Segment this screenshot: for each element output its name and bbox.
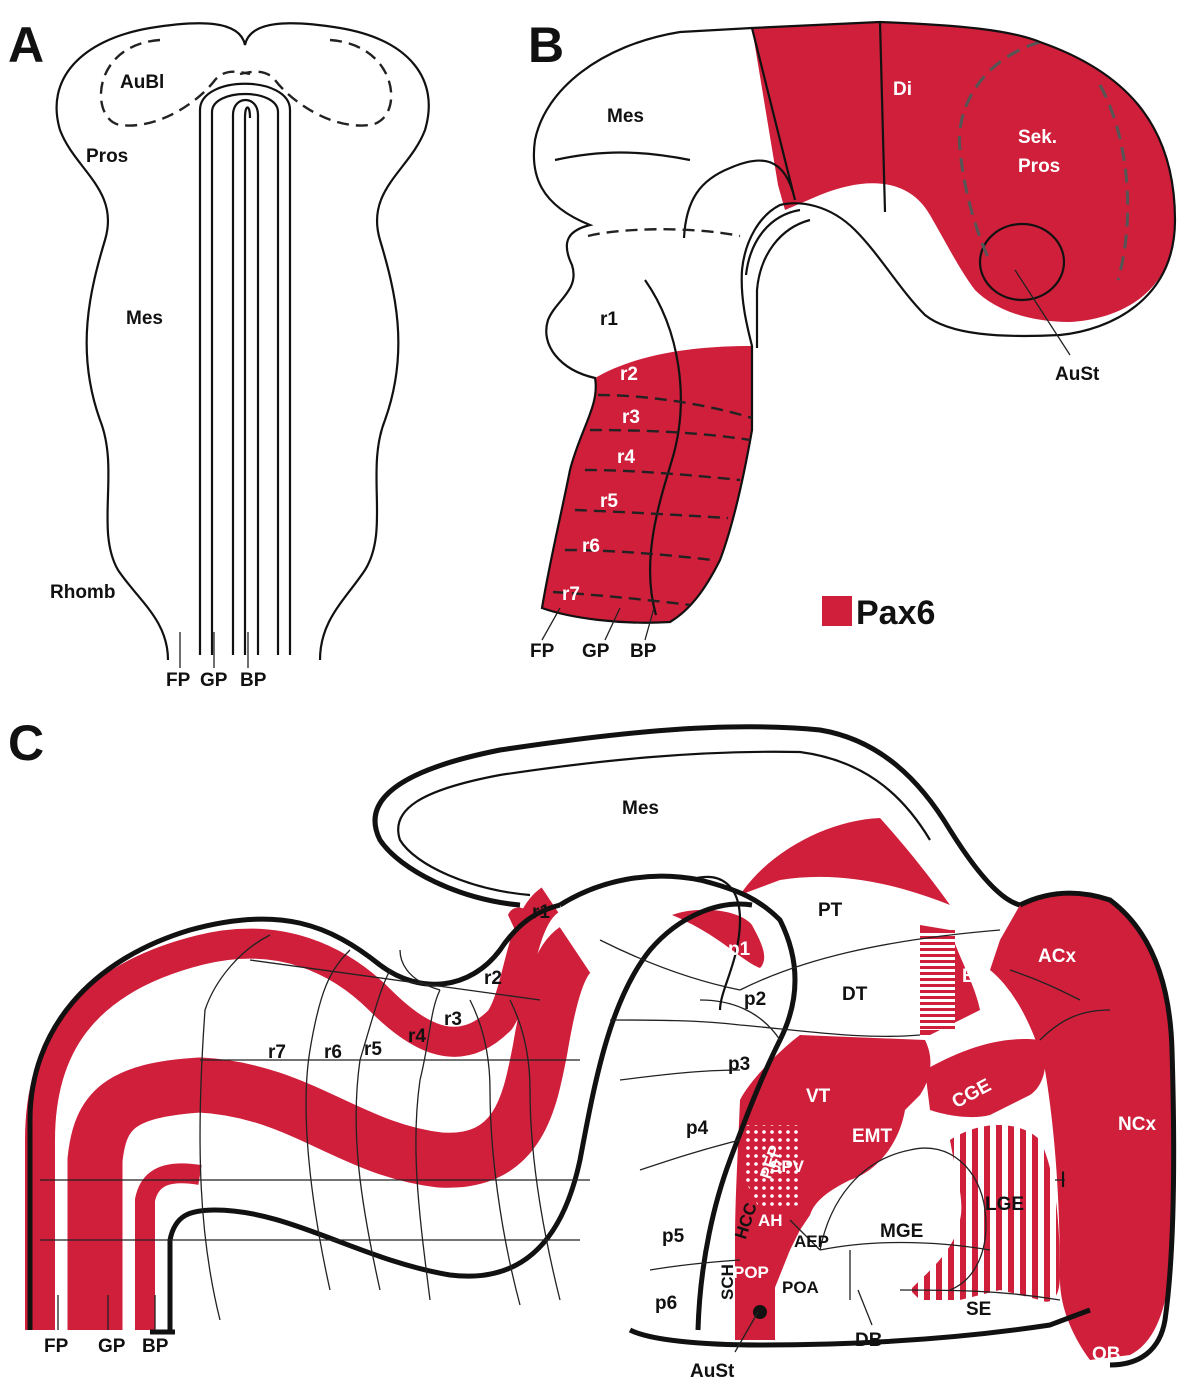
c-label-r1: r1 <box>532 902 550 923</box>
c-label-ncx: NCx <box>1118 1114 1156 1135</box>
legend-swatch <box>822 596 852 626</box>
b-label-r4: r4 <box>617 447 635 468</box>
panel-a-letter: A <box>8 17 44 73</box>
c-label-gp: GP <box>98 1336 126 1357</box>
aubl-outline-right <box>240 40 391 126</box>
c-label-r2: r2 <box>484 968 502 989</box>
c-label-r6: r6 <box>324 1042 342 1063</box>
c-label-r5: r5 <box>364 1039 382 1060</box>
b-label-r2: r2 <box>620 364 638 385</box>
c-label-acx: ACx <box>1038 946 1076 967</box>
c-label-aust: AuSt <box>690 1361 735 1382</box>
label-pros: Pros <box>86 146 128 167</box>
c-label-p6: p6 <box>655 1293 677 1314</box>
panel-b-letter: B <box>528 17 564 73</box>
b-label-aust: AuSt <box>1055 364 1100 385</box>
panel-c-letter: C <box>8 715 44 771</box>
panel-c: C <box>8 715 1174 1382</box>
b-label-bp: BP <box>630 641 657 662</box>
b-label-gp: GP <box>582 641 610 662</box>
c-label-i: I <box>1060 1167 1066 1192</box>
c-label-db: DB <box>855 1330 882 1351</box>
b-label-mes: Mes <box>607 106 644 127</box>
r1-boundary <box>588 229 740 236</box>
c-label-pt: PT <box>818 900 843 921</box>
panel-a-leaders <box>180 632 248 668</box>
rhombomere-expression <box>542 346 752 623</box>
c-label-p5: p5 <box>662 1226 685 1247</box>
label-mes: Mes <box>126 308 163 329</box>
b-label-fp: FP <box>530 641 555 662</box>
c-label-spv: SPV <box>770 1157 805 1176</box>
b-label-r5: r5 <box>600 491 618 512</box>
et-striped-area <box>920 930 955 1030</box>
c-label-lge: LGE <box>985 1194 1024 1215</box>
legend-label: Pax6 <box>856 594 935 632</box>
c-label-r7: r7 <box>268 1042 286 1063</box>
c-label-bp: BP <box>142 1336 169 1357</box>
c-label-ob: OB <box>1092 1344 1121 1365</box>
c-label-et: ET <box>962 966 987 987</box>
b-label-pros: Pros <box>1018 156 1060 177</box>
neural-tube-lines <box>200 84 290 655</box>
b-label-r7: r7 <box>562 584 580 605</box>
b-label-di: Di <box>893 79 912 100</box>
c-label-mge: MGE <box>880 1221 923 1242</box>
pt-dorsal-expression <box>740 818 950 905</box>
panel-b: B Mes Di Sek. Pros r1 r2 r3 r4 r5 r6 r7 … <box>528 17 1175 662</box>
c-label-poa: POA <box>782 1278 819 1297</box>
c-label-ah: AH <box>758 1211 783 1230</box>
b-label-r3: r3 <box>622 407 640 428</box>
label-fp: FP <box>166 670 191 691</box>
di-pros-expression <box>752 22 1175 322</box>
c-label-dt: DT <box>842 984 868 1005</box>
c-label-emt: EMT <box>852 1126 893 1147</box>
c-label-pop: POP <box>733 1263 769 1282</box>
c-label-p1: p1 <box>728 939 751 960</box>
label-aubl: AuBl <box>120 72 164 93</box>
c-label-p2: p2 <box>744 989 766 1010</box>
b-label-r6: r6 <box>582 536 600 557</box>
c-label-se: SE <box>966 1299 991 1320</box>
label-gp: GP <box>200 670 228 691</box>
c-label-r3: r3 <box>444 1009 462 1030</box>
c-label-aep: AEP <box>794 1232 829 1251</box>
b-label-sek: Sek. <box>1018 127 1057 148</box>
c-label-mes: Mes <box>622 798 659 819</box>
label-bp: BP <box>240 670 267 691</box>
c-label-r4: r4 <box>408 1026 426 1047</box>
c-label-fp: FP <box>44 1336 69 1357</box>
panel-a: A AuBl Pros Mes Rhomb FP GP BP <box>8 17 429 691</box>
c-label-p3: p3 <box>728 1054 750 1075</box>
label-rhomb: Rhomb <box>50 582 115 603</box>
c-label-vt: VT <box>806 1086 831 1107</box>
c-label-p4: p4 <box>686 1118 709 1139</box>
b-label-r1: r1 <box>600 309 618 330</box>
panel-a-outline <box>57 23 429 660</box>
